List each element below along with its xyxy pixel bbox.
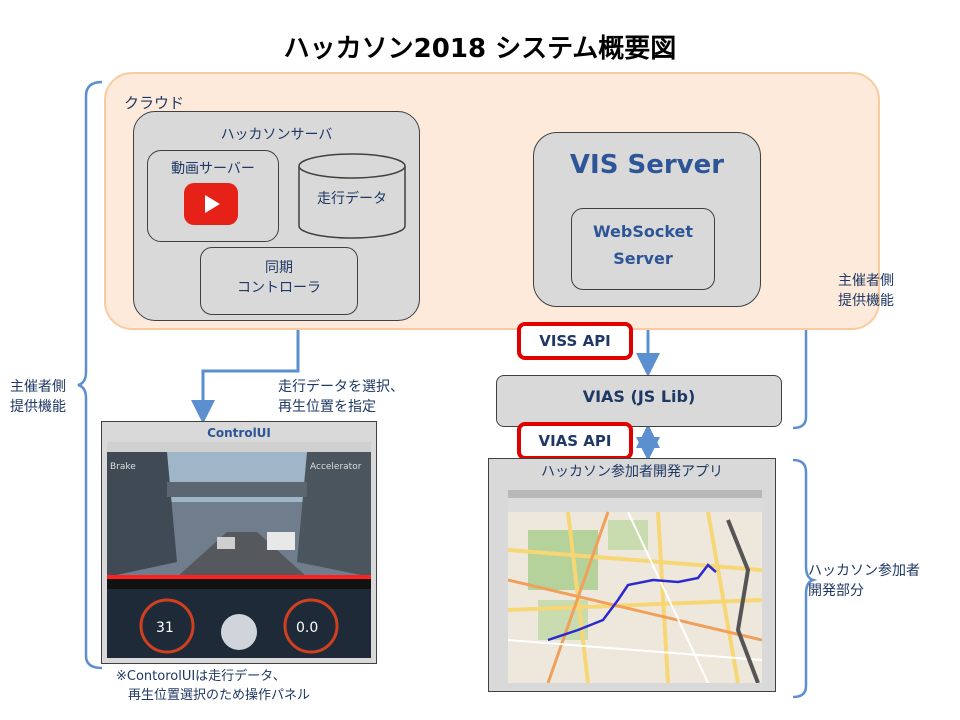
control-ui-title: ControlUI (207, 426, 271, 440)
websocket-line2: Server (613, 249, 673, 268)
vis-server-label: VIS Server (569, 150, 725, 180)
right-bottom-line1: ハッカソン参加者 (808, 563, 920, 579)
hackathon-server-label: ハッカソンサーバ (220, 127, 333, 143)
control-annotation-line2: 再生位置を指定 (278, 399, 376, 415)
right-bottom-line2: 開発部分 (808, 583, 864, 599)
pedal-readout: 0.0 (296, 620, 319, 636)
drive-data-label: 走行データ (317, 191, 387, 207)
control-ui-screenshot (107, 442, 371, 658)
participant-app-map (508, 490, 762, 683)
database-icon (298, 153, 406, 239)
sync-to-control-arrow (191, 316, 300, 424)
left-bracket (77, 80, 103, 670)
participant-app-title: ハッカソン参加者開発アプリ (541, 464, 723, 480)
right-bottom-bracket (792, 458, 818, 699)
accelerator-label: Accelerator (310, 462, 362, 472)
note-line2: 再生位置選択のため操作パネル (128, 688, 311, 703)
speed-readout: 31 (156, 620, 174, 636)
websocket-server-label: WebSocket Server (571, 218, 715, 272)
drive-video-scene (107, 442, 371, 658)
viss-api-label: VISS API (517, 322, 633, 360)
sync-controller-label: 同期 コントローラ (200, 258, 358, 298)
left-bracket-line1: 主催者側 (10, 379, 66, 395)
websocket-server-box (571, 208, 715, 290)
control-annotation: 走行データを選択、 再生位置を指定 (278, 377, 404, 417)
map-scene (508, 490, 762, 683)
cloud-label: クラウド (124, 94, 185, 112)
video-server-label: 動画サーバー (171, 161, 255, 177)
sync-controller-line2: コントローラ (237, 280, 321, 296)
vias-lib-label: VIAS (JS Lib) (582, 387, 696, 406)
left-bracket-label: 主催者側 提供機能 (10, 377, 66, 417)
websocket-line1: WebSocket (592, 222, 694, 241)
sync-controller-box (200, 247, 358, 315)
right-top-line1: 主催者側 (838, 273, 894, 289)
right-top-bracket-label: 主催者側 提供機能 (838, 271, 894, 311)
brake-label: Brake (110, 462, 136, 472)
sync-controller-line1: 同期 (265, 260, 293, 276)
note-line1: ※ContorolUIは走行データ、 (116, 669, 286, 684)
control-ui-note: ※ContorolUIは走行データ、 再生位置選択のため操作パネル (116, 667, 310, 705)
left-bracket-line2: 提供機能 (10, 399, 66, 415)
control-annotation-line1: 走行データを選択、 (278, 379, 404, 395)
vias-lib-box (496, 375, 782, 427)
page-title: ハッカソン2018 システム概要図 (283, 34, 677, 64)
vias-api-label: VIAS API (517, 422, 633, 460)
play-icon (205, 195, 220, 213)
right-bottom-bracket-label: ハッカソン参加者 開発部分 (808, 561, 920, 601)
right-top-line2: 提供機能 (838, 293, 894, 309)
youtube-icon (184, 183, 238, 225)
